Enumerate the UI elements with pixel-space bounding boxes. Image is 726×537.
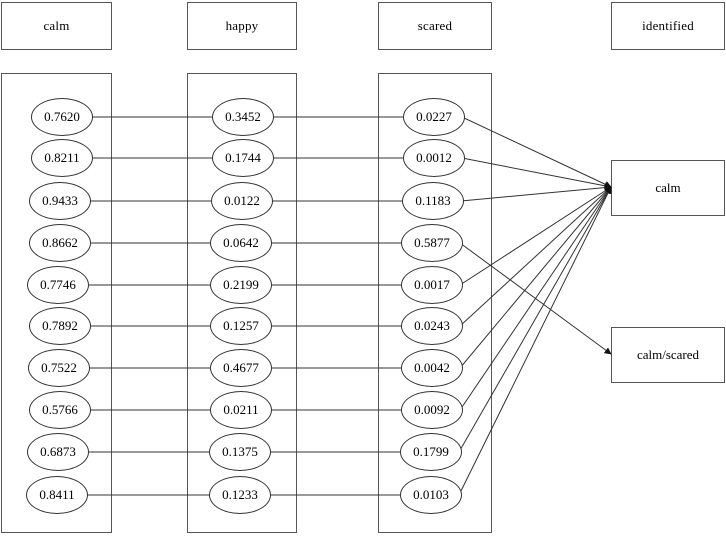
node-calm-1: 0.7620 [31, 98, 93, 136]
node-calm-5: 0.7746 [27, 266, 89, 304]
node-calm-8: 0.5766 [29, 391, 91, 429]
node-calm-9: 0.6873 [27, 433, 89, 471]
arrow-row10-to-calm [458, 186, 612, 496]
layer-header-scared: scared [378, 2, 492, 50]
output-box-calm-scared: calm/scared [611, 327, 725, 383]
node-scared-9: 0.1799 [400, 433, 462, 471]
node-scared-7: 0.0042 [401, 349, 463, 387]
scared-column [378, 73, 492, 533]
node-happy-6: 0.1257 [210, 307, 272, 345]
node-scared-3: 0.1183 [402, 182, 464, 220]
node-scared-10: 0.0103 [400, 476, 462, 514]
node-scared-6: 0.0243 [401, 307, 463, 345]
arrow-row6-to-calm [459, 186, 612, 327]
arrow-row4-to-calm-scared [459, 242, 612, 355]
happy-column [187, 73, 297, 533]
node-scared-2: 0.0012 [403, 139, 465, 177]
node-calm-6: 0.7892 [29, 307, 91, 345]
node-happy-2: 0.1744 [212, 139, 274, 177]
node-happy-8: 0.0211 [210, 391, 272, 429]
arrow-row1-to-calm [461, 116, 612, 188]
layer-header-calm: calm [1, 2, 112, 50]
node-calm-3: 0.9433 [29, 182, 91, 220]
node-happy-9: 0.1375 [209, 433, 271, 471]
arrow-row9-to-calm [458, 186, 612, 453]
node-calm-2: 0.8211 [31, 139, 93, 177]
node-happy-3: 0.0122 [211, 182, 273, 220]
node-happy-1: 0.3452 [212, 98, 274, 136]
layer-header-happy: happy [187, 2, 297, 50]
node-calm-4: 0.8662 [29, 224, 91, 262]
arrow-row7-to-calm [459, 186, 612, 369]
node-calm-7: 0.7522 [28, 349, 90, 387]
arrow-row5-to-calm [459, 186, 612, 286]
node-scared-1: 0.0227 [403, 98, 465, 136]
node-happy-10: 0.1233 [209, 476, 271, 514]
layer-header-identified: identified [611, 2, 725, 50]
arrow-row3-to-calm [460, 184, 612, 202]
node-scared-4: 0.5877 [401, 224, 463, 262]
node-happy-7: 0.4677 [210, 349, 272, 387]
node-scared-5: 0.0017 [401, 266, 463, 304]
node-calm-10: 0.8411 [26, 476, 88, 514]
node-scared-8: 0.0092 [401, 391, 463, 429]
node-happy-5: 0.2199 [210, 266, 272, 304]
arrow-row2-to-calm [461, 157, 612, 190]
calm-column [1, 73, 112, 533]
node-happy-4: 0.0642 [210, 224, 272, 262]
